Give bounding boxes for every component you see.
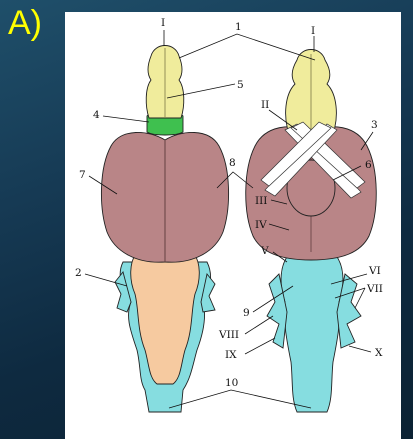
label-roman-X: X xyxy=(375,347,383,359)
label-roman-I-left: I xyxy=(161,17,165,29)
label-10: 10 xyxy=(225,377,238,389)
label-4: 4 xyxy=(93,109,100,121)
brain-figure: I I 1 5 4 7 8 2 10 II 3 6 III IV V 9 VI … xyxy=(65,12,401,439)
panel-label: A) xyxy=(8,6,42,40)
label-5: 5 xyxy=(237,79,244,91)
label-6: 6 xyxy=(365,159,372,171)
label-2: 2 xyxy=(75,267,82,279)
label-1: 1 xyxy=(235,21,242,33)
label-8: 8 xyxy=(229,157,236,169)
label-roman-VII: VII xyxy=(366,283,383,295)
label-roman-II: II xyxy=(261,99,269,111)
label-7: 7 xyxy=(79,169,86,181)
label-roman-V: V xyxy=(260,245,269,257)
label-3: 3 xyxy=(371,119,378,131)
left-brain xyxy=(101,46,228,413)
right-hemisphere xyxy=(165,132,229,262)
brain-diagram-svg: I I 1 5 4 7 8 2 10 II 3 6 III IV V 9 VI … xyxy=(65,12,401,439)
label-roman-IV: IV xyxy=(255,219,267,231)
right-brainstem xyxy=(281,252,343,412)
label-roman-VIII: VIII xyxy=(218,329,239,341)
label-9: 9 xyxy=(243,307,250,319)
label-roman-I-right: I xyxy=(311,25,315,37)
label-roman-IX: IX xyxy=(225,349,237,361)
left-hemisphere xyxy=(101,132,165,262)
label-roman-III: III xyxy=(255,195,267,207)
label-roman-VI: VI xyxy=(368,265,381,277)
